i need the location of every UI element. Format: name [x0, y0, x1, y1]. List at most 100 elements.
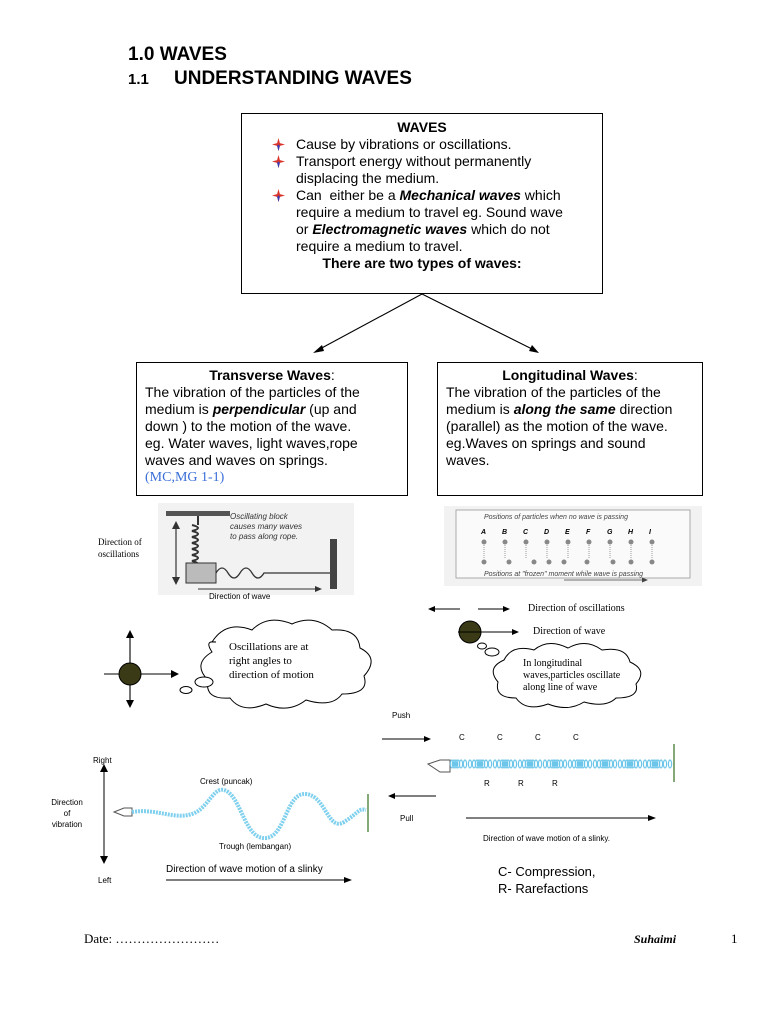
slinky-coil: [508, 759, 514, 769]
cross-bullet-icon: [272, 189, 285, 202]
hand-icon: [426, 759, 451, 773]
arrowhead-icon: [126, 630, 134, 638]
caption-text: to pass along rope.: [230, 532, 298, 541]
slinky-coil: [492, 759, 498, 769]
oscillating-block: [185, 562, 217, 584]
particle-letter: A: [480, 529, 486, 536]
slinky-coil: [587, 759, 593, 769]
bullet-text: which do not: [467, 221, 550, 237]
particle-rest: [502, 539, 508, 545]
slinky-wave: [131, 787, 367, 840]
particle-letter: E: [565, 529, 570, 536]
caption-text: causes many waves: [230, 522, 302, 531]
compression-label: C: [535, 733, 541, 742]
transverse-text: waves and waves on springs.: [145, 452, 328, 468]
particle-rest: [544, 539, 550, 545]
particle-displaced: [628, 559, 634, 565]
longitudinal-cloud-text: In longitudinal waves,particles oscillat…: [523, 658, 620, 694]
slinky-coil: [583, 759, 589, 769]
cloud-line: along line of wave: [523, 682, 598, 693]
cross-bullet-icon: [272, 138, 285, 151]
electromagnetic-waves-term: Electromagnetic waves: [312, 221, 468, 237]
direction-of-oscillations-label: Direction of oscillations: [98, 536, 142, 560]
transverse-title: Transverse Waves:: [145, 367, 399, 384]
slinky-coil: [467, 759, 473, 769]
slinky-coil: [517, 759, 523, 769]
thought-cloud: [492, 643, 642, 708]
cloud-line: waves,particles oscillate: [523, 670, 621, 681]
rope-post: [330, 539, 337, 589]
particle-displaced: [610, 559, 616, 565]
longitudinal-text: The vibration of the particles of the: [446, 384, 661, 400]
label-line: vibration: [51, 820, 83, 829]
subsection-title-text: UNDERSTANDING WAVES: [174, 68, 412, 89]
longitudinal-text: waves.: [446, 452, 490, 468]
slinky-coil: [601, 759, 607, 769]
particle-letter: C: [523, 529, 529, 536]
text-run: direction: [615, 401, 673, 417]
particle-letter: D: [544, 529, 549, 536]
particle-letter: B: [502, 529, 507, 536]
pull-label: Pull: [400, 814, 414, 823]
rarefaction-label: R: [518, 779, 524, 788]
transverse-text: eg. Water waves, light waves,rope: [145, 435, 358, 451]
arrowhead-icon: [388, 793, 395, 799]
slinky-coil: [567, 759, 573, 769]
slinky-coil: [649, 759, 655, 769]
longitudinal-text: medium is along the same direction: [446, 401, 694, 418]
slinky-coil: [658, 759, 664, 769]
text-run: medium is: [446, 401, 514, 417]
slinky-coil: [453, 759, 459, 769]
date-field: Date: ……………………: [84, 931, 220, 946]
arrowhead-icon: [100, 856, 108, 864]
slinky-coil: [558, 759, 564, 769]
bullet-text: which: [520, 187, 561, 203]
waves-box: WAVES Cause by vibrations or oscillation…: [241, 113, 603, 294]
crest-label: Crest (puncak): [200, 777, 253, 786]
cloud-line: In longitudinal: [523, 658, 583, 669]
cloud-line: right angles to: [229, 655, 292, 667]
right-label: Right: [93, 756, 112, 765]
arrowhead-icon: [172, 521, 180, 529]
waves-box-title: WAVES: [397, 119, 447, 135]
slinky-coil: [549, 759, 555, 769]
label-line: of: [63, 809, 71, 818]
longitudinal-text: eg.Waves on springs and sound: [446, 435, 646, 451]
mechanical-waves-term: Mechanical waves: [399, 187, 521, 203]
slinky-coil: [533, 759, 539, 769]
transverse-rope-figure: Oscillating block causes many waves to p…: [158, 503, 354, 595]
arrowhead-icon: [313, 345, 324, 353]
particle-displaced: [506, 559, 512, 565]
slinky-coil: [603, 759, 609, 769]
cloud-bubble: [179, 686, 193, 694]
text-run: medium is: [145, 401, 213, 417]
transverse-text: medium is perpendicular (up and: [145, 401, 399, 418]
colon: :: [330, 367, 335, 383]
waves-bullet-list: Cause by vibrations or oscillations. Tra…: [242, 136, 602, 255]
legend-compression: C- Compression,: [498, 864, 596, 879]
list-item: Transport energy without permanently dis…: [272, 153, 602, 187]
arrowhead-icon: [512, 629, 519, 635]
slinky-coil: [617, 759, 623, 769]
list-item: Cause by vibrations or oscillations.: [272, 136, 602, 153]
slinky-coil: [551, 759, 557, 769]
slinky-coil: [478, 759, 484, 769]
support-bar: [166, 511, 230, 516]
cloud-bubble: [477, 642, 487, 650]
longitudinal-motion-label: Direction of wave motion of a slinky.: [483, 834, 611, 843]
arrowhead-icon: [503, 606, 510, 612]
slinky-coil: [528, 759, 534, 769]
arrowhead-icon: [424, 736, 431, 742]
slinky-coil: [576, 759, 582, 769]
bullet-text: Can either be a: [296, 187, 400, 203]
slinky-coil: [608, 759, 614, 769]
slinky-coil: [487, 759, 493, 769]
cross-bullet-icon: [272, 155, 285, 168]
arrowhead-icon: [100, 764, 108, 772]
slinky-coil: [628, 759, 634, 769]
longitudinal-motion-arrow: [466, 815, 656, 821]
slinky-coil: [562, 759, 568, 769]
particle-rows: [481, 539, 655, 565]
direction-of-vibration-label: Direction of vibration: [46, 797, 88, 830]
